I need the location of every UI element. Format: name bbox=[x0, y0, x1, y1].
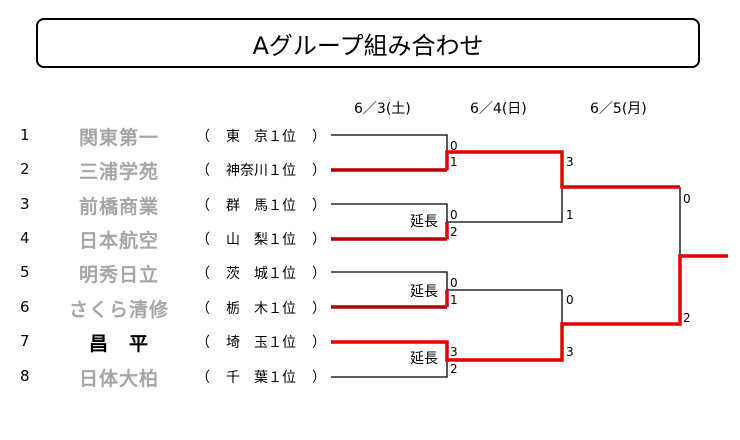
winner-lines bbox=[331, 150, 728, 362]
team-name: 日本航空 bbox=[78, 230, 159, 252]
team-row: 7 昌 平 （埼 玉１位） bbox=[0, 329, 340, 355]
line-team-3 bbox=[331, 203, 448, 222]
team-row: 4 日本航空 （山 梨１位） bbox=[0, 226, 340, 252]
team-row: 1 関東第一 （東 京１位） bbox=[0, 123, 340, 149]
score-r2-m2-top: 0 bbox=[566, 293, 574, 307]
team-name: 前橋商業 bbox=[78, 196, 159, 218]
score-r1-m3-bottom: 1 bbox=[450, 293, 458, 307]
line-team-5 bbox=[331, 271, 448, 290]
score-r2-m2-bottom: 3 bbox=[566, 345, 574, 359]
seed-number: 4 bbox=[20, 229, 30, 247]
team-row: 6 さくら清修 （栃 木１位） bbox=[0, 295, 340, 321]
seed-number: 1 bbox=[20, 126, 30, 144]
seed-number: 3 bbox=[20, 195, 30, 213]
seed-number: 6 bbox=[20, 298, 30, 316]
score-r1-m4-bottom: 2 bbox=[450, 362, 458, 376]
line-r2-lower-upper bbox=[447, 289, 563, 324]
line-r2-upper-lower bbox=[447, 187, 563, 223]
qualification-text: 東 京１位 bbox=[226, 129, 296, 145]
qualification-text: 山 梨１位 bbox=[226, 232, 296, 248]
team-name: 日体大柏 bbox=[78, 368, 159, 390]
seed-number: 7 bbox=[20, 332, 30, 350]
score-final-bottom: 2 bbox=[683, 311, 691, 325]
line-team-1 bbox=[331, 134, 448, 152]
seed-number: 2 bbox=[20, 160, 30, 178]
score-r2-m1-bottom: 1 bbox=[566, 208, 574, 222]
team-row: 8 日体大柏 （千 葉１位） bbox=[0, 364, 340, 390]
team-name: 関東第一 bbox=[78, 127, 159, 149]
line-team-8 bbox=[331, 360, 448, 378]
qualification-text: 栃 木１位 bbox=[226, 301, 296, 317]
extra-innings-label: 延長 bbox=[410, 214, 438, 230]
score-r1-m4-top: 3 bbox=[450, 345, 458, 359]
score-final-top: 0 bbox=[683, 192, 691, 206]
line-champion-path bbox=[331, 254, 728, 362]
qualification-text: 群 馬１位 bbox=[226, 198, 296, 214]
team-name: 明秀日立 bbox=[78, 264, 159, 286]
score-r1-m2-bottom: 2 bbox=[450, 225, 458, 239]
line-r1-upper-winner bbox=[445, 150, 680, 189]
qualification-text: 神奈川１位 bbox=[226, 163, 296, 179]
bracket-title: Aグループ組み合わせ bbox=[36, 18, 700, 68]
team-row: 2 三浦学苑 （神奈川１位） bbox=[0, 157, 340, 183]
qualification-text: 埼 玉１位 bbox=[226, 335, 296, 351]
team-name: 昌 平 bbox=[88, 333, 149, 355]
extra-innings-label: 延長 bbox=[410, 351, 438, 367]
team-row: 5 明秀日立 （茨 城１位） bbox=[0, 260, 340, 286]
score-r2-m1-top: 3 bbox=[566, 155, 574, 169]
seed-number: 5 bbox=[20, 263, 30, 281]
score-r1-m2-top: 0 bbox=[450, 208, 458, 222]
extra-innings-label: 延長 bbox=[410, 284, 438, 300]
date-round2: 6／4(日) bbox=[470, 101, 527, 117]
qualification-text: 千 葉１位 bbox=[226, 370, 296, 386]
date-round1: 6／3(土) bbox=[354, 101, 411, 117]
score-r1-m1-top: 0 bbox=[450, 139, 458, 153]
seed-number: 8 bbox=[20, 367, 30, 385]
team-name: さくら清修 bbox=[68, 299, 169, 321]
date-round3: 6／5(月) bbox=[590, 101, 647, 117]
score-r1-m3-top: 0 bbox=[450, 276, 458, 290]
qualification-text: 茨 城１位 bbox=[226, 266, 296, 282]
team-row: 3 前橋商業 （群 馬１位） bbox=[0, 192, 340, 218]
loser-lines bbox=[331, 134, 681, 378]
advance-lines-dark bbox=[331, 168, 447, 309]
team-name: 三浦学苑 bbox=[78, 161, 159, 183]
score-r1-m1-bottom: 1 bbox=[450, 155, 458, 169]
